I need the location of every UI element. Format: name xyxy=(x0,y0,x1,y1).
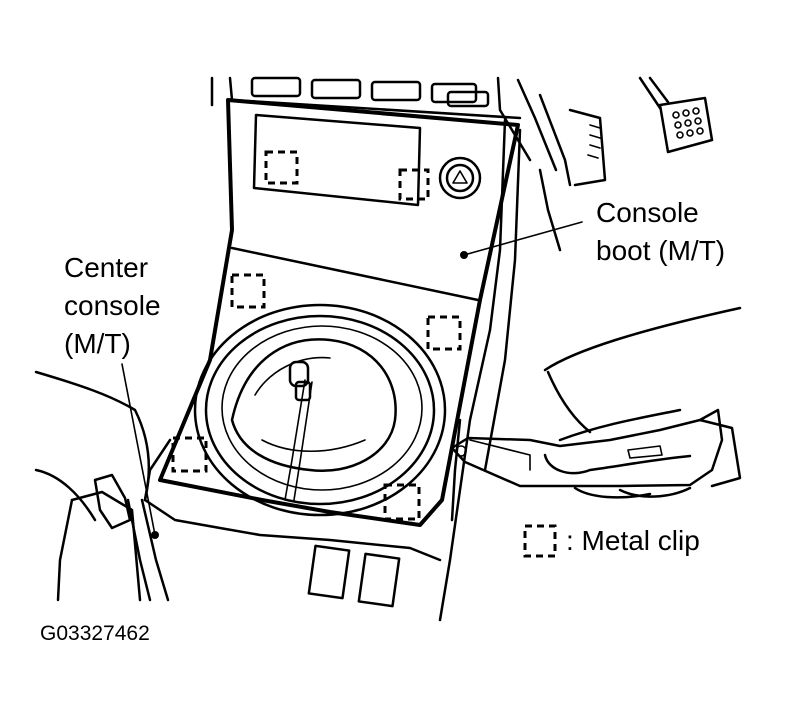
figure-code: G03327462 xyxy=(40,622,150,645)
center-console-leader xyxy=(121,363,156,536)
center-console xyxy=(34,370,442,608)
metal-clip-2 xyxy=(398,168,430,201)
floor-tunnel xyxy=(438,118,562,622)
center-console-label-line3: (M/T) xyxy=(64,328,131,359)
console-boot-leader-dot xyxy=(460,251,468,259)
metal-clip-4 xyxy=(426,315,462,351)
metal-clip-3 xyxy=(230,273,266,309)
metal-clip-5 xyxy=(171,436,208,473)
metal-clip-markers xyxy=(171,150,462,521)
console-boot-leader xyxy=(463,221,583,256)
console-boot-panel xyxy=(158,98,520,527)
accelerator-pedal xyxy=(568,76,714,187)
hand-with-tool xyxy=(450,306,742,499)
center-console-label-line2: console xyxy=(64,290,161,321)
legend-text: : Metal clip xyxy=(566,525,700,556)
parking-brake-lever xyxy=(56,473,142,602)
metal-clip-6 xyxy=(383,483,421,521)
console-boot-label-line1: Console xyxy=(596,197,699,228)
shift-boot xyxy=(193,303,447,517)
metal-clip-1 xyxy=(264,150,299,185)
dashboard-top xyxy=(210,76,572,187)
leader-lines xyxy=(121,221,583,539)
console-boot-label-line2: boot (M/T) xyxy=(596,235,726,266)
center-console-leader-dot xyxy=(151,531,159,539)
center-console-label-line1: Center xyxy=(64,252,149,283)
legend-metal-clip-icon xyxy=(523,524,557,558)
